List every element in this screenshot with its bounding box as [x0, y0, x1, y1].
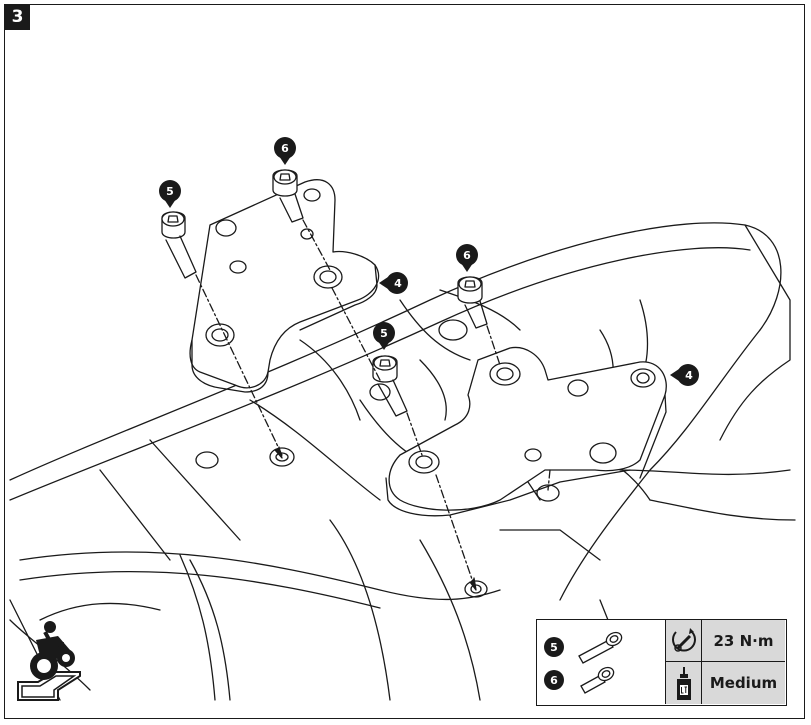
left-mounting-plate — [189, 179, 380, 393]
torque-wrench-icon — [666, 620, 702, 661]
rider-on-motorcycle-icon — [17, 621, 81, 701]
bolt-legend-row-6: 6 — [544, 666, 615, 694]
bolt-6-left — [272, 169, 304, 223]
bolt-legend-label-6: 6 — [550, 674, 558, 687]
torque-value: 23 N·m — [713, 631, 774, 650]
callout-6-left-label: 6 — [281, 142, 289, 155]
bolt-6-right — [457, 276, 488, 329]
callout-5-left-label: 5 — [166, 185, 174, 198]
callout-6-right: 6 — [456, 244, 478, 272]
assembly-axis-lines — [195, 219, 551, 586]
callout-5-right: 5 — [373, 322, 395, 350]
threadlocker-row: Medium — [666, 662, 785, 704]
torque-row: 23 N·m — [666, 620, 785, 662]
bolt-short-icon — [580, 666, 615, 694]
bolt-5-left — [161, 211, 197, 279]
callout-4-left: 4 — [379, 272, 408, 294]
callout-4-right-label: 4 — [685, 369, 693, 382]
bolt-legend-row-5: 5 — [544, 631, 623, 664]
callout-5-right-label: 5 — [380, 327, 388, 340]
callout-6-left: 6 — [274, 137, 296, 165]
step-number-badge: 3 — [5, 5, 30, 30]
diagram-frame — [4, 4, 805, 719]
loctite-bottle-icon — [666, 662, 702, 704]
bolt-legend-label-5: 5 — [550, 641, 558, 654]
right-mounting-plate — [385, 346, 667, 517]
bolt-legend: 5 6 — [537, 620, 666, 704]
callout-6-right-label: 6 — [463, 249, 471, 262]
bolt-long-icon — [578, 631, 623, 664]
threadlocker-value: Medium — [709, 674, 778, 692]
fastener-spec-values: 23 N·m Medium — [666, 620, 785, 704]
bolt-5-right — [372, 355, 408, 417]
callout-4-right: 4 — [670, 364, 699, 386]
fastener-spec-box: 5 6 — [536, 619, 787, 706]
callout-4-left-label: 4 — [394, 277, 402, 290]
callout-5-left: 5 — [159, 180, 181, 208]
